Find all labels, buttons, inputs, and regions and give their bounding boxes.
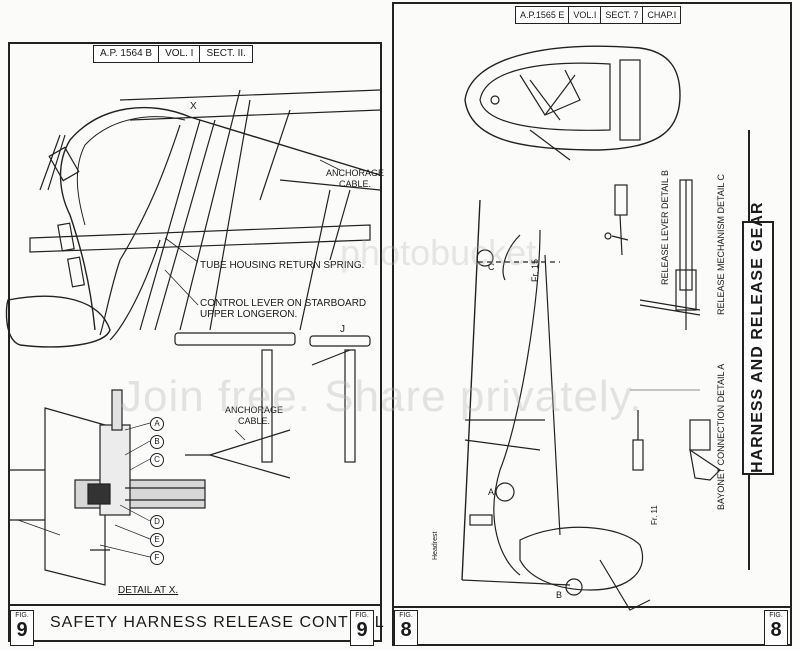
ref-volume: VOL. I bbox=[159, 46, 201, 62]
left-drawing-frame bbox=[8, 42, 382, 642]
callout-f: F bbox=[150, 551, 164, 565]
left-reference-box: A.P. 1564 B VOL. I SECT. II. bbox=[93, 45, 253, 63]
figure-title: SAFETY HARNESS RELEASE CONTROL bbox=[50, 614, 385, 631]
callout-e: E bbox=[150, 533, 164, 547]
release-mechanism-detail-c-label: RELEASE MECHANISM DETAIL C bbox=[716, 173, 726, 315]
a-marker-label: A bbox=[488, 487, 495, 497]
fig-box-right-start: FIG. 8 bbox=[394, 610, 418, 646]
harness-release-gear-title: HARNESS AND RELEASE GEAR bbox=[742, 202, 774, 475]
right-title-block: FIG. 8 FIG. 8 bbox=[392, 606, 792, 646]
detail-at-x-label: DETAIL AT X. bbox=[118, 585, 179, 596]
headrest-label: Headrest bbox=[432, 531, 439, 560]
right-reference-box: A.P.1565 E VOL.I SECT. 7 CHAP.I bbox=[515, 6, 682, 24]
ref-section: SECT. 7 bbox=[601, 7, 644, 23]
ref-section: SECT. II. bbox=[206, 48, 246, 59]
detail-at-x-drawing bbox=[10, 389, 206, 586]
callout-b: B bbox=[150, 435, 164, 449]
callout-c: C bbox=[150, 453, 164, 467]
x-marker-label: X bbox=[190, 101, 197, 112]
tube-housing-label: TUBE HOUSING RETURN SPRING. bbox=[200, 260, 365, 271]
ref-ap-number: A.P.1565 E bbox=[516, 7, 570, 23]
right-drawing-frame bbox=[392, 2, 792, 646]
j-marker-label: J bbox=[340, 324, 345, 335]
frame-15-label: Fr. 15 bbox=[530, 258, 540, 282]
ref-volume: VOL.I bbox=[569, 7, 602, 23]
right-drawing-sheet bbox=[390, 0, 800, 650]
harness-release-isometric-view bbox=[5, 89, 381, 479]
b-marker-label: B bbox=[556, 590, 563, 600]
frame-11-label: Fr. 11 bbox=[650, 505, 659, 525]
callout-a: A bbox=[150, 417, 164, 431]
c-marker-label: C bbox=[488, 262, 495, 272]
anchorage-cable-label-top: ANCHORAGE CABLE. bbox=[326, 168, 385, 189]
left-title-block: FIG. 9 SAFETY HARNESS RELEASE CONTROL FI… bbox=[8, 604, 385, 646]
left-drawing-sheet bbox=[0, 0, 390, 650]
callout-d: D bbox=[150, 515, 164, 529]
fig-box-right-end: FIG. 8 bbox=[764, 610, 788, 646]
fig-box-left-start: FIG. 9 bbox=[10, 610, 34, 646]
ref-ap-number: A.P. 1564 B bbox=[94, 46, 160, 62]
ref-chapter: CHAP.I bbox=[647, 10, 677, 20]
release-lever-detail-b-label: RELEASE LEVER DETAIL B bbox=[660, 169, 670, 285]
anchorage-cable-label-bottom: ANCHORAGE CABLE. bbox=[225, 405, 284, 426]
fig-box-left-end: FIG. 9 bbox=[350, 610, 374, 646]
bayonet-connection-detail-a-label: BAYONET CONNECTION DETAIL A bbox=[716, 363, 726, 510]
control-lever-label: CONTROL LEVER ON STARBOARD UPPER LONGERO… bbox=[200, 298, 367, 320]
harness-release-gear-drawing bbox=[461, 45, 721, 611]
